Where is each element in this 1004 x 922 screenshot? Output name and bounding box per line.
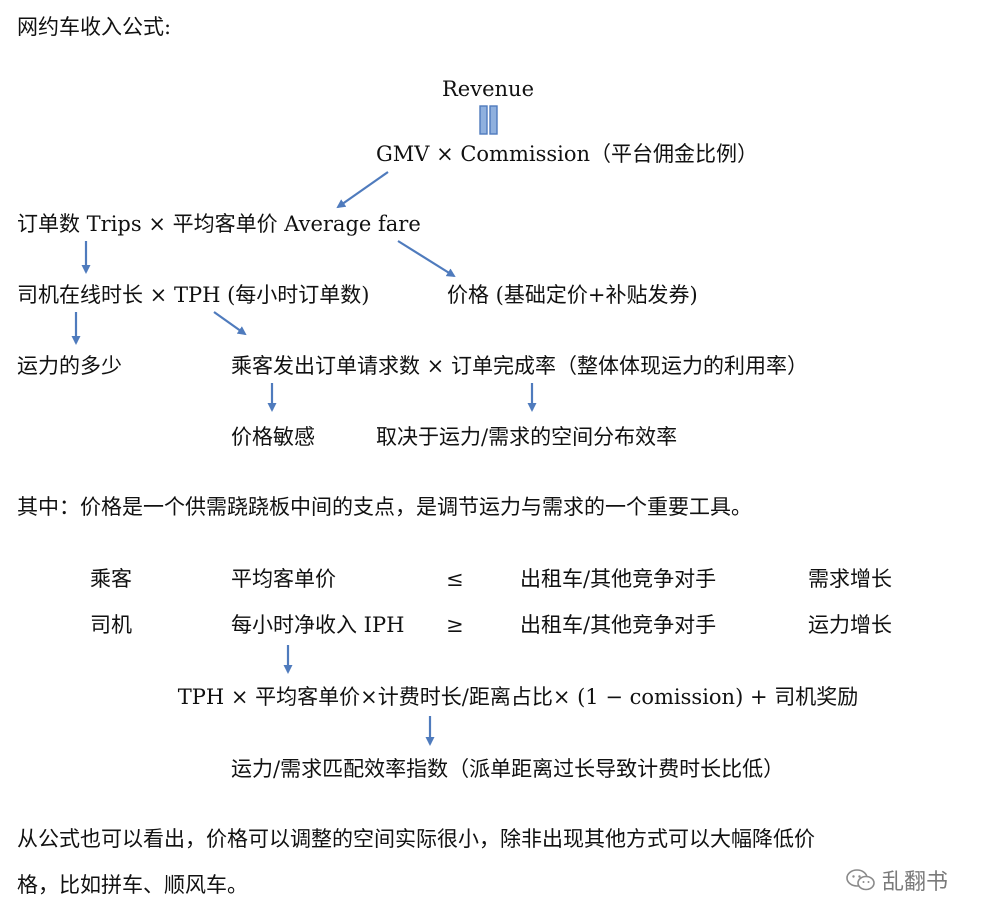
revenue-label: Revenue	[441, 77, 535, 101]
trips-fare-formula: 订单数 Trips × 平均客单价 Average fare	[17, 212, 421, 236]
comparison-benchmark-passenger: 出租车/其他竞争对手	[520, 567, 717, 591]
comparison-role-passenger: 乘客	[90, 567, 132, 591]
comparison-effect-passenger: 需求增长	[808, 567, 892, 591]
comparison-role-driver: 司机	[90, 613, 132, 637]
comparison-operator-passenger: ≤	[446, 567, 464, 591]
comparison-operator-driver: ≥	[446, 613, 464, 637]
conclusion-line-1: 从公式也可以看出，价格可以调整的空间实际很小，除非出现其他方式可以大幅降低价	[17, 827, 815, 851]
equals-double-bar-icon	[479, 105, 498, 135]
comparison-metric-passenger: 平均客单价	[231, 567, 336, 591]
requests-completion-formula: 乘客发出订单请求数 × 订单完成率（整体体现运力的利用率）	[231, 354, 808, 378]
gmv-commission-formula: GMV × Commission（平台佣金比例）	[375, 142, 759, 166]
price-sensitivity-label: 价格敏感	[231, 425, 315, 449]
conclusion-line-2: 格，比如拼车、顺风车。	[17, 873, 248, 897]
arrow-gmv-to-trips	[336, 171, 389, 209]
comparison-benchmark-driver: 出租车/其他竞争对手	[520, 613, 717, 637]
arrow-tph-to-requests	[213, 311, 247, 336]
wechat-icon	[846, 868, 876, 892]
watermark: 乱翻书	[846, 864, 948, 896]
arrow-fare-to-price	[397, 240, 456, 278]
iph-formula: TPH × 平均客单价×计费时长/距离占比× (1 − comission) +…	[177, 685, 859, 709]
watermark-text: 乱翻书	[882, 870, 949, 895]
comparison-metric-driver: 每小时净收入 IPH	[231, 613, 405, 637]
supply-amount-label: 运力的多少	[17, 354, 122, 378]
driver-hours-tph-formula: 司机在线时长 × TPH (每小时订单数)	[17, 283, 370, 307]
page-title: 网约车收入公式:	[17, 15, 172, 39]
spatial-efficiency-label: 取决于运力/需求的空间分布效率	[376, 425, 678, 449]
price-components: 价格 (基础定价+补贴发券)	[447, 283, 698, 307]
price-note: 其中：价格是一个供需跷跷板中间的支点，是调节运力与需求的一个重要工具。	[17, 495, 752, 519]
matching-index-label: 运力/需求匹配效率指数（派单距离过长导致计费时长比低）	[231, 757, 785, 781]
comparison-effect-driver: 运力增长	[808, 613, 892, 637]
